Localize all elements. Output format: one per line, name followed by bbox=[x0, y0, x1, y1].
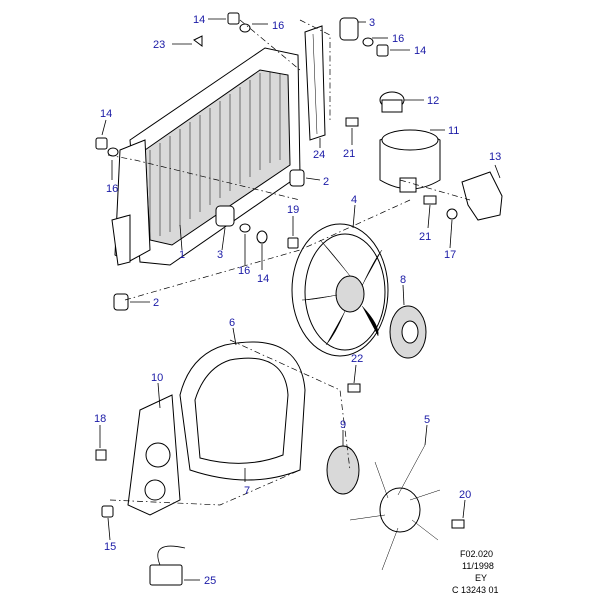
bolts bbox=[95, 383, 465, 529]
reference-block: F02.020 11/1998 EY C 13243 01 bbox=[452, 549, 499, 595]
callout-21: 21 bbox=[419, 231, 431, 243]
callout-16: 16 bbox=[106, 183, 118, 195]
connector-part-25[interactable] bbox=[149, 545, 186, 586]
electric-fan-part-10[interactable] bbox=[127, 394, 181, 516]
callout-24: 24 bbox=[313, 149, 325, 161]
callout-13: 13 bbox=[489, 151, 501, 163]
callout-22: 22 bbox=[351, 353, 363, 365]
filler-cap-part-12[interactable] bbox=[379, 91, 405, 113]
callout-18: 18 bbox=[94, 413, 106, 425]
expansion-tank-part-11[interactable] bbox=[379, 129, 441, 193]
callout-1: 1 bbox=[179, 249, 185, 261]
callout-14: 14 bbox=[414, 45, 426, 57]
callout-3: 3 bbox=[369, 17, 375, 29]
ref-code: F02.020 bbox=[460, 549, 493, 559]
leader-lines bbox=[99, 18, 501, 581]
ref-market: EY bbox=[475, 573, 487, 583]
callout-labels: 14 16 3 16 14 23 12 14 11 21 24 13 16 2 … bbox=[94, 14, 501, 587]
fan-part-4[interactable] bbox=[291, 223, 389, 357]
callout-17: 17 bbox=[444, 249, 456, 261]
bracket-part-13[interactable] bbox=[461, 171, 503, 221]
callout-14: 14 bbox=[100, 108, 112, 120]
callout-20: 20 bbox=[459, 489, 471, 501]
callout-16: 16 bbox=[392, 33, 404, 45]
callout-16: 16 bbox=[238, 265, 250, 277]
callout-6: 6 bbox=[229, 317, 235, 329]
callout-25: 25 bbox=[204, 575, 216, 587]
callout-19: 19 bbox=[287, 204, 299, 216]
callout-5: 5 bbox=[424, 414, 430, 426]
callout-15: 15 bbox=[104, 541, 116, 553]
callout-11: 11 bbox=[448, 125, 459, 137]
air-deflector-part-24[interactable] bbox=[304, 25, 326, 141]
fan-clutch-part-9[interactable] bbox=[326, 445, 360, 495]
fan-shroud-part-6[interactable] bbox=[179, 341, 306, 481]
callout-8: 8 bbox=[400, 274, 406, 286]
small-hardware bbox=[95, 12, 458, 311]
callout-10: 10 bbox=[151, 372, 163, 384]
callout-12: 12 bbox=[427, 95, 439, 107]
callout-3: 3 bbox=[217, 249, 223, 261]
callout-14: 14 bbox=[193, 14, 205, 26]
ref-date: 11/1998 bbox=[462, 561, 494, 571]
callout-2: 2 bbox=[153, 297, 159, 309]
callout-4: 4 bbox=[351, 194, 357, 206]
callout-21: 21 bbox=[343, 148, 355, 160]
callout-7: 7 bbox=[244, 485, 250, 497]
callout-14: 14 bbox=[257, 273, 269, 285]
viscous-coupling-part-8[interactable] bbox=[389, 305, 427, 359]
callout-2: 2 bbox=[323, 176, 329, 188]
mechanical-fan-part-5[interactable] bbox=[349, 444, 441, 571]
callout-23: 23 bbox=[153, 39, 165, 51]
ref-drawing-number: C 13243 01 bbox=[452, 585, 499, 595]
assembly-lines bbox=[107, 19, 471, 506]
callout-9: 9 bbox=[340, 419, 346, 431]
radiator-part-1[interactable] bbox=[111, 47, 301, 266]
callout-16: 16 bbox=[272, 20, 284, 32]
